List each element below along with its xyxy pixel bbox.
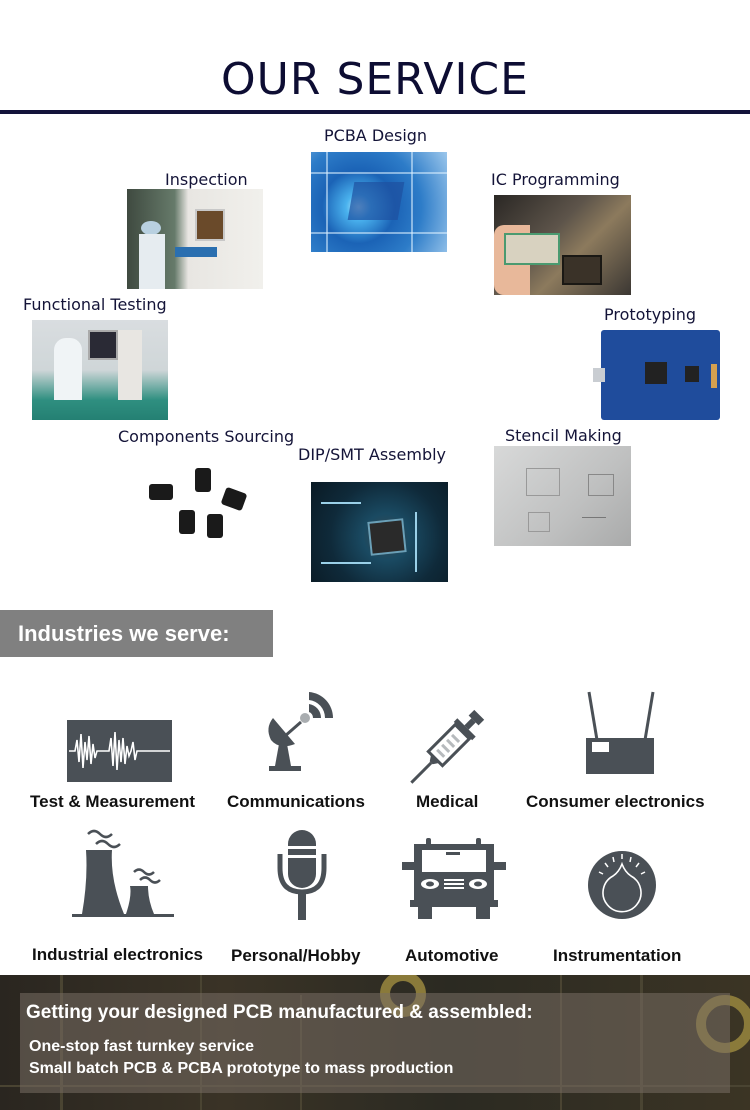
service-label-inspection: Inspection: [165, 170, 248, 189]
service-label-functional-testing: Functional Testing: [23, 295, 167, 314]
industry-label-medical: Medical: [416, 792, 479, 811]
industries-heading-bar: Industries we serve:: [0, 610, 273, 657]
service-label-ic-programming: IC Programming: [491, 170, 620, 189]
components-sourcing-image: [145, 450, 280, 545]
router-icon: [583, 690, 657, 780]
stencil-making-image: [494, 446, 631, 546]
service-label-components-sourcing: Components Sourcing: [118, 427, 295, 446]
industry-label-instrumentation: Instrumentation: [553, 946, 682, 965]
industry-label-personal-hobby: Personal/Hobby: [231, 946, 361, 965]
satellite-dish-icon: [265, 688, 337, 778]
functional-testing-image: [32, 320, 168, 420]
footer-heading: Getting your designed PCB manufactured &…: [26, 1002, 533, 1023]
pcba-design-image: [311, 152, 447, 252]
inspection-image: [127, 189, 263, 289]
service-label-pcba-design: PCBA Design: [324, 126, 428, 145]
industry-label-consumer-electronics: Consumer electronics: [526, 792, 705, 811]
waveform-icon: [67, 720, 172, 786]
industries-heading: Industries we serve:: [18, 621, 230, 646]
footer-overlay: [20, 993, 730, 1093]
page-title: OUR SERVICE: [221, 54, 529, 105]
dip-smt-assembly-image: [311, 482, 448, 582]
footer-line-production: Small batch PCB & PCBA prototype to mass…: [29, 1060, 454, 1077]
microphone-icon: [276, 828, 328, 926]
industry-label-industrial-electronics: Industrial electronics: [32, 945, 203, 964]
service-label-stencil-making: Stencil Making: [505, 426, 622, 445]
syringe-icon: [403, 705, 489, 795]
service-label-prototyping: Prototyping: [604, 305, 697, 324]
industry-label-test-measurement: Test & Measurement: [30, 792, 196, 811]
prototyping-image: [593, 330, 720, 421]
footer-line-turnkey: One-stop fast turnkey service: [29, 1038, 254, 1055]
industry-label-automotive: Automotive: [405, 946, 499, 965]
service-label-dip-smt-assembly: DIP/SMT Assembly: [298, 445, 447, 464]
footer-banner: Getting your designed PCB manufactured &…: [0, 975, 750, 1110]
industry-label-communications: Communications: [227, 792, 365, 811]
title-divider: [0, 110, 750, 114]
vehicle-front-icon: [402, 838, 506, 926]
ic-programming-image: [494, 195, 631, 295]
factory-chimney-icon: [70, 826, 176, 922]
dial-knob-icon: [587, 850, 657, 924]
